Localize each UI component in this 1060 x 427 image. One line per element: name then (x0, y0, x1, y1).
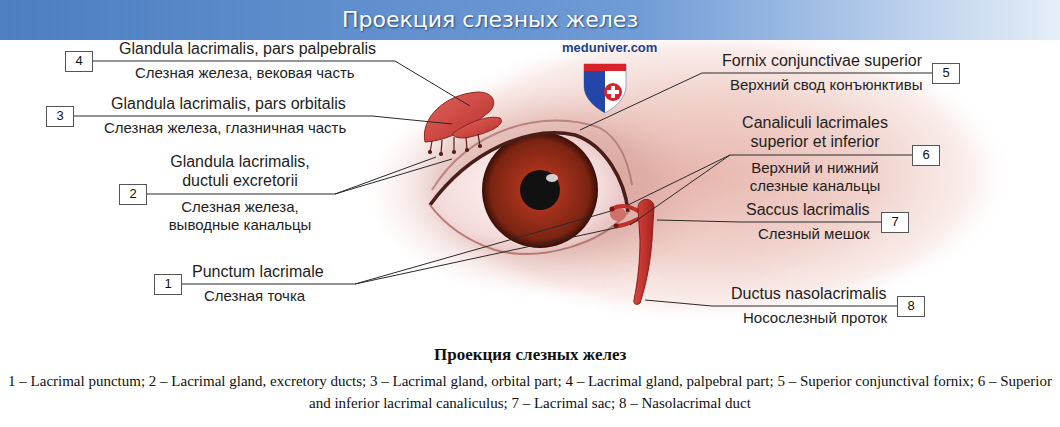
callout-number: 1 (164, 277, 171, 291)
logo-shield (584, 64, 626, 113)
logo-blue (584, 71, 605, 113)
duct-opening (466, 149, 469, 152)
eye-iris (482, 132, 598, 248)
callout-box: 2 (119, 184, 147, 205)
leader-line (335, 159, 452, 194)
duct-opening (479, 145, 482, 148)
callout-box: 8 (897, 296, 925, 317)
lacrimal-gland-palpebral (452, 117, 501, 138)
callout-number: 6 (922, 148, 929, 162)
eye-pupil (520, 170, 560, 210)
upper-lid-margin (430, 133, 628, 212)
callout-box: 1 (154, 274, 182, 295)
duct-opening (440, 153, 443, 156)
caruncle (610, 207, 626, 221)
duct-line (453, 137, 454, 152)
leader-lines (74, 61, 932, 306)
callout-number: 8 (907, 299, 914, 313)
part-label: Glandula lacrimalis, pars palpebralis (119, 39, 376, 58)
logo-cross (607, 90, 619, 94)
part-label: Fornix conjunctivae superior (722, 51, 922, 70)
excretory-ducts (429, 134, 482, 156)
part-label: Canaliculi lacrimales superior et inferi… (715, 113, 915, 151)
callout-box: 6 (912, 145, 940, 166)
leader-line (355, 228, 615, 284)
eye-highlight (546, 174, 558, 182)
title-banner (0, 0, 1060, 40)
site-logo (584, 64, 626, 113)
part-label: Слезная точка (204, 287, 305, 305)
caption-text: Проекция слезных желез (434, 345, 626, 365)
callout-box: 3 (46, 106, 74, 127)
leader-line (657, 220, 881, 222)
watermark: meduniver.com (562, 40, 657, 56)
callout-number: 7 (891, 215, 898, 229)
part-label: Слезная железа, глазничная часть (104, 119, 346, 137)
part-label: Glandula lacrimalis, ductuli excretorii (150, 152, 330, 190)
title-text: Проекция слезных желез (342, 7, 638, 33)
lower-canaliculus (616, 218, 640, 226)
eye-sclera (430, 133, 628, 254)
part-label: Слезная железа, выводные канальцы (155, 198, 325, 234)
callout-number: 2 (129, 187, 136, 201)
logo-circle (604, 83, 622, 101)
part-label: Saccus lacrimalis (746, 200, 870, 219)
callout-box: 5 (932, 63, 960, 84)
duct-line (441, 140, 442, 154)
part-label: Glandula lacrimalis, pars orbitalis (111, 94, 346, 113)
part-label: Слезная железа, вековая часть (135, 64, 355, 82)
callout-box: 4 (65, 51, 93, 72)
callout-number: 3 (56, 109, 63, 123)
part-label: Верхний и нижний слезные канальцы (735, 159, 895, 195)
part-label: Верхний свод конъюнктивы (730, 76, 922, 94)
callout-number: 5 (942, 66, 949, 80)
part-label: Слезный мешок (758, 225, 870, 243)
callout-number: 4 (75, 54, 82, 68)
legend-list: 1 – Lacrimal punctum; 2 – Lacrimal gland… (8, 371, 1052, 415)
callout-box: 7 (881, 212, 909, 233)
leader-line (630, 155, 730, 225)
upper-canaliculus (612, 206, 640, 212)
duct-opening (453, 151, 456, 154)
part-label: Носослезный проток (743, 309, 887, 327)
part-label: Ductus nasolacrimalis (731, 284, 887, 303)
duct-opening (429, 151, 432, 154)
eye-iris-group (482, 132, 598, 248)
leader-line (628, 155, 912, 205)
logo-band (584, 64, 626, 71)
part-label: Punctum lacrimale (192, 262, 324, 281)
